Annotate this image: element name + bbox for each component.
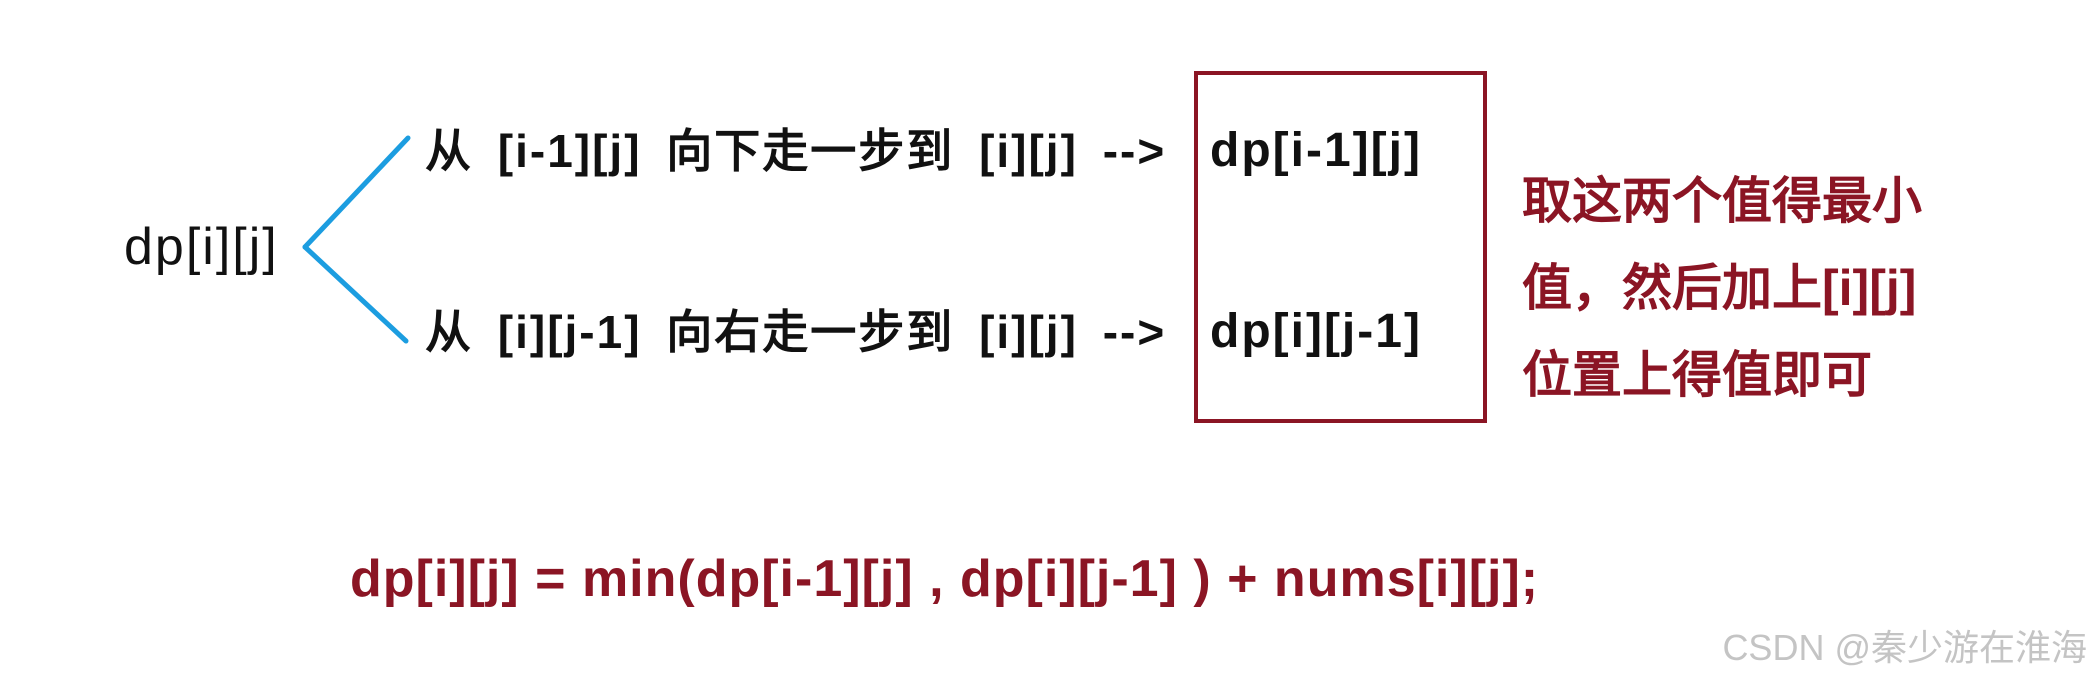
- watermark: CSDN @秦少游在淮海: [1722, 627, 2087, 668]
- branch-line-lower: [302, 244, 409, 344]
- branch-text-from-above: 从 [i-1][j] 向下走一步到 [i][j] -->: [425, 125, 1167, 177]
- candidate-state-above: dp[i-1][j]: [1210, 124, 1422, 177]
- note-line: 取这两个值得最小: [1522, 173, 1922, 229]
- branch-line-upper: [302, 135, 411, 250]
- root-state-label: dp[i][j]: [124, 218, 279, 276]
- candidate-state-left: dp[i][j-1]: [1210, 305, 1422, 358]
- branch-text-from-left: 从 [i][j-1] 向右走一步到 [i][j] -->: [425, 306, 1167, 358]
- note-line: 值，然后加上[i][j]: [1522, 260, 1917, 316]
- explanation-note: 取这两个值得最小 值，然后加上[i][j] 位置上得值即可: [1522, 176, 1922, 437]
- transition-formula: dp[i][j] = min(dp[i-1][j] , dp[i][j-1] )…: [350, 550, 1540, 608]
- note-line: 位置上得值即可: [1522, 347, 1872, 403]
- candidate-states-box: [1194, 71, 1487, 423]
